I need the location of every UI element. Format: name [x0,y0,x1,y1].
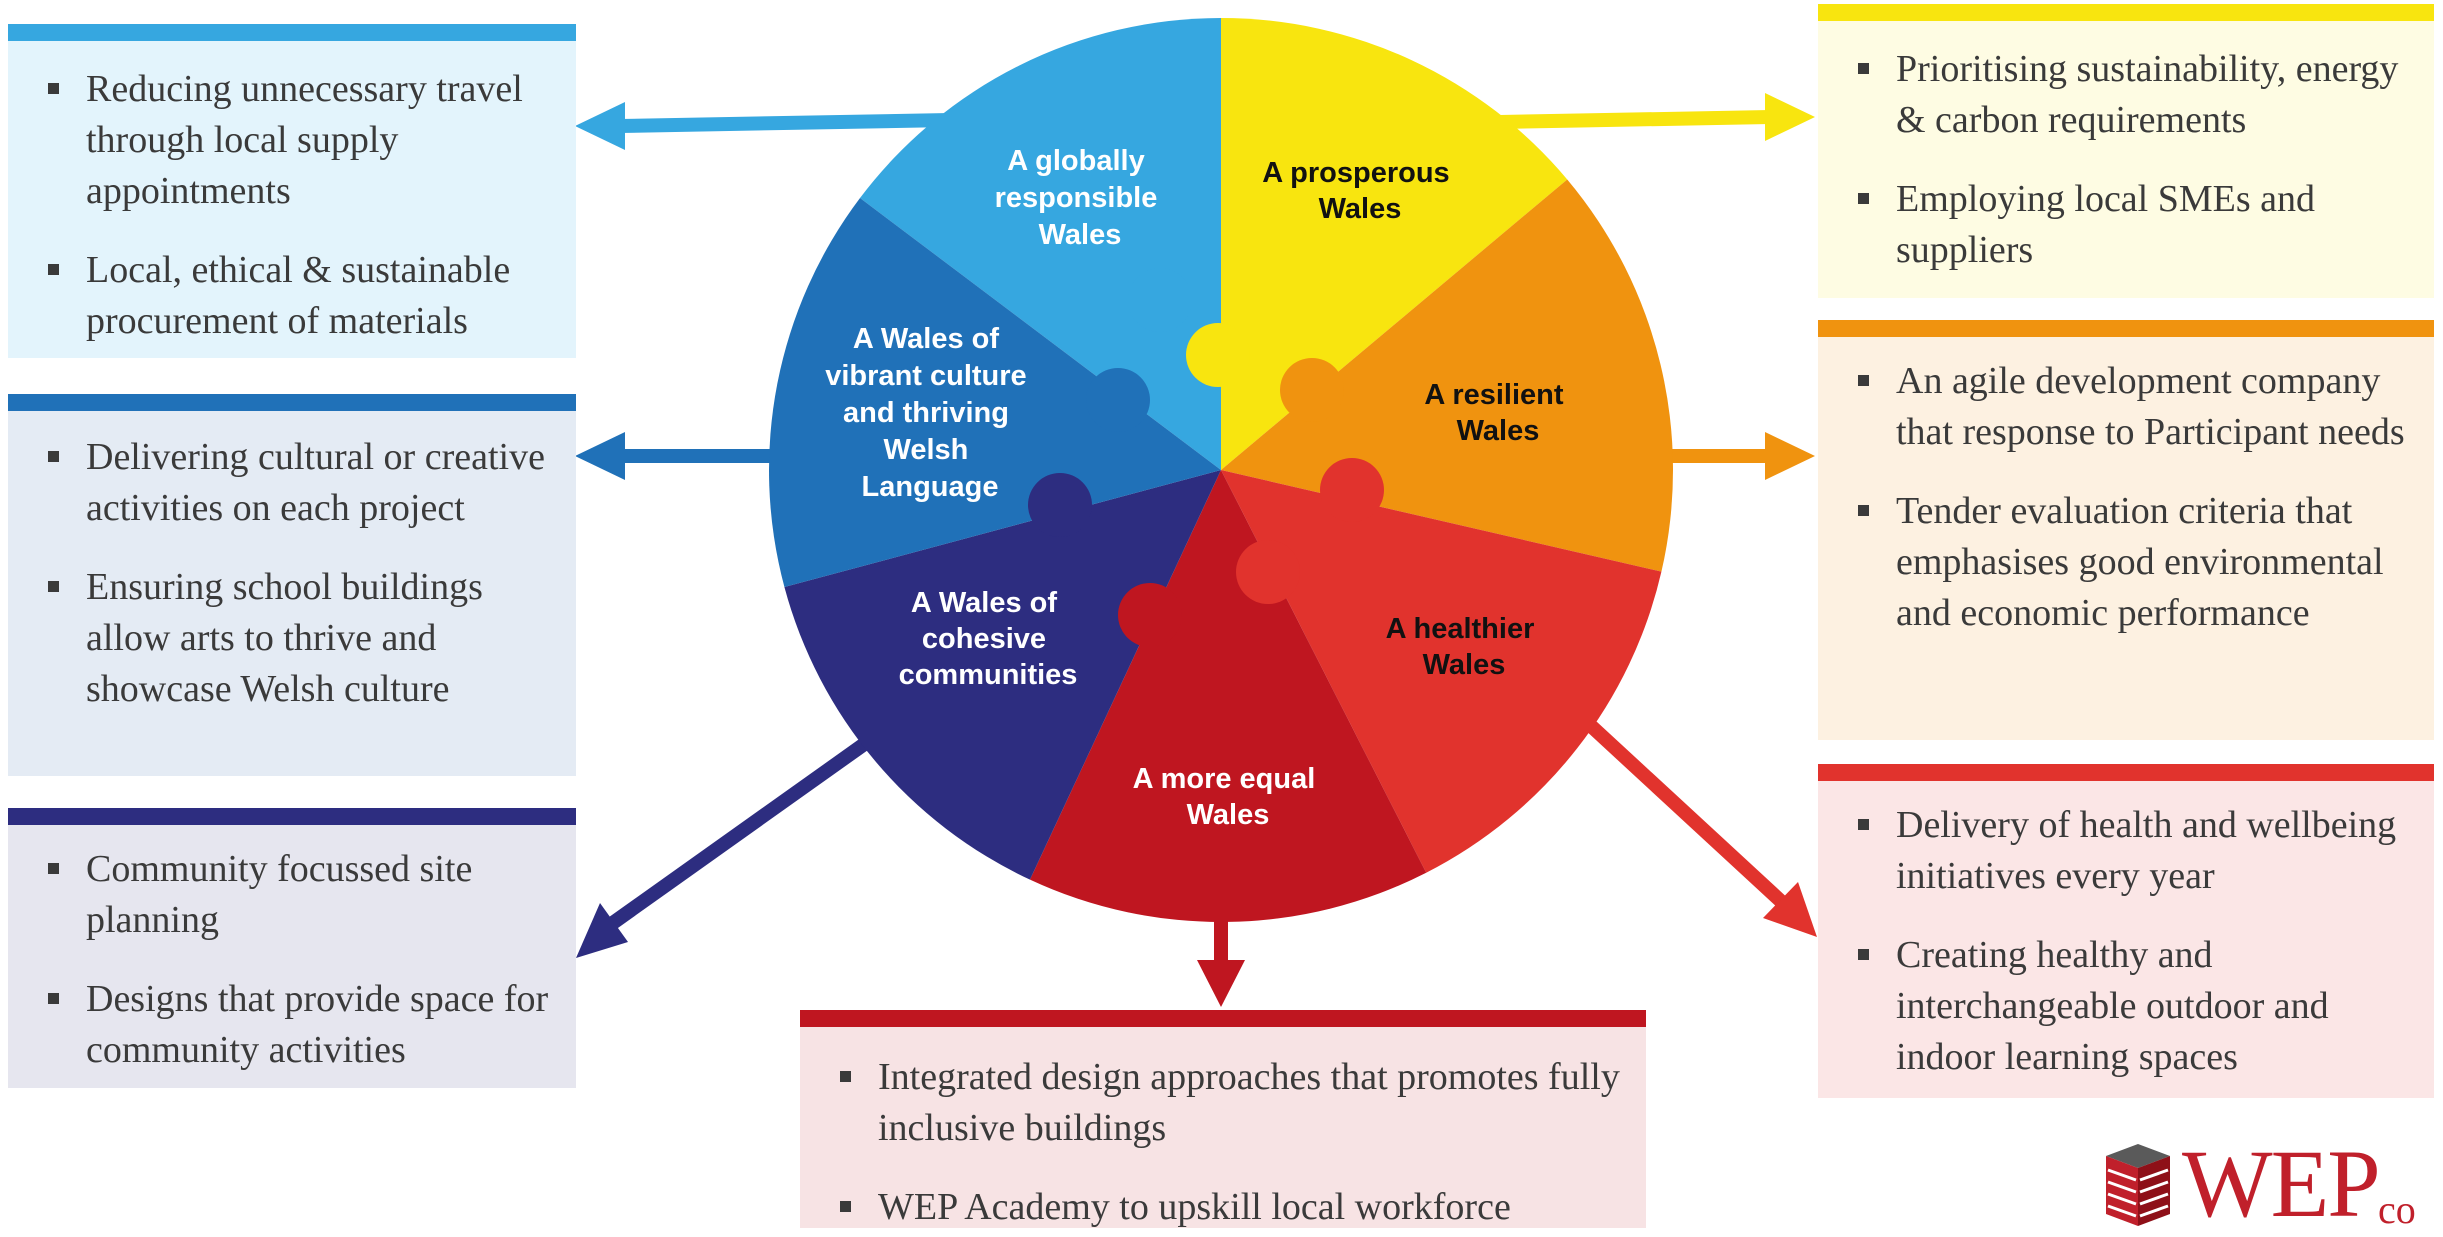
bullet-list: Delivery of health and wellbeing initiat… [1848,800,2408,1083]
panel-bar [1818,4,2434,21]
panel-vibrant-culture: Delivering cultural or creative activiti… [8,394,576,776]
wheel-segment-cohesive [784,470,1221,880]
list-item: WEP Academy to upskill local workforce [830,1182,1620,1233]
panel-bar [800,1010,1646,1027]
label-healthier: A healthier Wales [1386,613,1543,681]
bullet-icon [1858,63,1869,74]
panel-cohesive: Community focussed site planning Designs… [8,808,576,1088]
arrows [575,93,1817,1007]
list-item: An agile development company that respon… [1848,356,2408,458]
bullet-list: Reducing unnecessary travel through loca… [38,64,550,347]
bullet-icon [48,863,59,874]
bullet-icon [48,581,59,592]
bullet-icon [1858,949,1869,960]
arrow-cohesive [605,734,875,931]
arrow-prosperous [1499,110,1771,129]
wheel-segment-prosperous [1221,18,1568,470]
list-item: Creating healthy and interchangeable out… [1848,930,2408,1083]
arrow-head-resilient [1765,432,1815,480]
logo-wordmark: WEP [2182,1130,2381,1237]
wheel-segment-more-equal [1029,470,1427,922]
arrow-head-globally-responsible [575,102,625,150]
bullet-icon [1858,505,1869,516]
puzzle-knob-red [1320,458,1384,522]
list-item: Designs that provide space for community… [38,974,550,1076]
bullet-list: Prioritising sustainability, energy & ca… [1848,44,2408,276]
logo-suffix: co [2378,1187,2416,1232]
bullet-icon [840,1071,851,1082]
bullet-icon [1858,819,1869,830]
label-cohesive: A Wales of cohesive communities [899,587,1078,691]
bullet-icon [48,83,59,94]
bullet-list: Delivering cultural or creative activiti… [38,432,550,715]
list-item: Tender evaluation criteria that emphasis… [1848,486,2408,639]
bullet-icon [840,1201,851,1212]
puzzle-knob-blue [1128,268,1192,332]
arrow-healthier [1585,719,1790,911]
bullet-icon [1858,375,1869,386]
arrow-head-healthier [1763,882,1817,937]
panel-globally-responsible: Reducing unnecessary travel through loca… [8,24,576,358]
wheel-segment-vibrant-culture [768,197,1221,587]
bullet-icon [48,264,59,275]
puzzle-knob-mid-blue [1086,368,1150,432]
label-globally-responsible: A globally responsible Wales [995,145,1166,251]
list-item: Community focussed site planning [38,844,550,946]
arrow-head-cohesive [576,903,628,958]
arrow-head-vibrant-culture [575,432,625,480]
arrow-globally-responsible [619,113,951,133]
bullet-list: An agile development company that respon… [1848,356,2408,639]
list-item: Delivery of health and wellbeing initiat… [1848,800,2408,902]
wheel-segments [768,18,1673,922]
list-item: Delivering cultural or creative activiti… [38,432,550,534]
list-item: Local, ethical & sustainable procurement… [38,245,550,347]
label-prosperous: A prosperous Wales [1262,157,1458,225]
segment-labels: A globally responsible Wales A prosperou… [825,145,1571,831]
puzzle-knob-orange [1280,358,1344,422]
puzzle-knob-yellow [1186,323,1250,387]
panel-bar [8,394,576,411]
list-item: Prioritising sustainability, energy & ca… [1848,44,2408,146]
label-more-equal: A more equal Wales [1133,763,1324,831]
panel-resilient: An agile development company that respon… [1818,320,2434,740]
wepco-logo: WEP co [2098,1136,2418,1232]
list-item: Employing local SMEs and suppliers [1848,174,2408,276]
panel-bar [8,808,576,825]
arrow-head-prosperous [1765,93,1815,141]
puzzle-knob-deep-red [1236,540,1300,604]
wheel-segment-healthier [1221,470,1662,873]
panel-healthier: Delivery of health and wellbeing initiat… [1818,764,2434,1098]
bullet-list: Integrated design approaches that promot… [830,1052,1620,1233]
list-item: Integrated design approaches that promot… [830,1052,1620,1154]
panel-bar [1818,764,2434,781]
label-resilient: A resilient Wales [1424,379,1571,447]
wheel-segment-globally-responsible [860,18,1221,470]
bullet-list: Community focussed site planning Designs… [38,844,550,1076]
panel-bar [1818,320,2434,337]
label-vibrant-culture: A Wales of vibrant culture and thriving … [825,323,1035,503]
puzzle-knob-crimson [1118,583,1182,647]
panel-more-equal: Integrated design approaches that promot… [800,1010,1646,1228]
bullet-icon [1858,193,1869,204]
bullet-icon [48,993,59,1004]
stacked-books-icon [2106,1144,2170,1226]
panel-bar [8,24,576,41]
arrow-head-more-equal [1197,960,1245,1007]
bullet-icon [48,451,59,462]
puzzle-knob-navy [1028,473,1092,537]
list-item: Reducing unnecessary travel through loca… [38,64,550,217]
panel-prosperous: Prioritising sustainability, energy & ca… [1818,4,2434,298]
puzzle-knobs [1028,268,1384,647]
list-item: Ensuring school buildings allow arts to … [38,562,550,715]
